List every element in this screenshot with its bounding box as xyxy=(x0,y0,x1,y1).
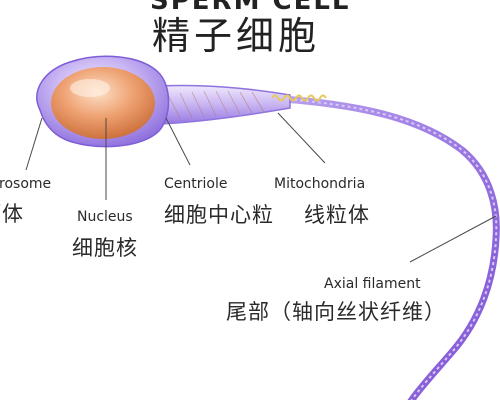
nucleus-body xyxy=(51,67,155,139)
mitochondria-leader xyxy=(277,112,326,164)
midpiece-hatching xyxy=(167,90,265,119)
mitochondria-coil xyxy=(271,94,327,102)
acrosome-leader xyxy=(25,117,43,171)
acrosome-label-chinese: 顶体 xyxy=(0,202,24,226)
tail xyxy=(266,94,500,400)
tail-inner-stripe xyxy=(269,97,498,400)
axial-filament-label-english: Axial filament xyxy=(324,276,421,292)
nucleus-highlight xyxy=(70,79,110,97)
mitochondria-label-english: Mitochondria xyxy=(274,176,366,192)
centriole-leader xyxy=(165,117,191,166)
acrosome-label-english: Acrosome xyxy=(0,176,52,192)
centriole-label-english: Centriole xyxy=(164,176,228,192)
nucleus-label-chinese: 细胞核 xyxy=(72,236,138,260)
title-english: SPERM CELL xyxy=(150,0,351,16)
axial-filament-leader xyxy=(409,215,497,263)
title-chinese: 精子细胞 xyxy=(152,14,321,58)
centriole-label-chinese: 细胞中心粒 xyxy=(164,203,274,227)
mitochondria-label-chinese: 线粒体 xyxy=(304,203,370,227)
nucleus-label-english: Nucleus xyxy=(77,209,133,225)
axial-filament-label-chinese: 尾部（轴向丝状纤维） xyxy=(226,300,446,324)
midpiece xyxy=(159,84,291,125)
